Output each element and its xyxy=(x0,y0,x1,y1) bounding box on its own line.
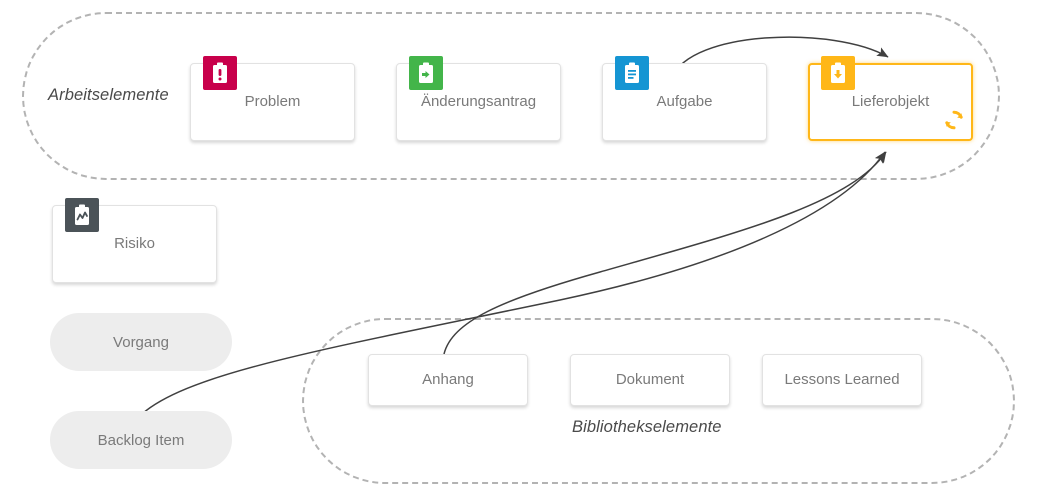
clipboard-arrow-icon xyxy=(409,56,443,90)
clipboard-download-icon xyxy=(821,56,855,90)
pill-backlog-item[interactable]: Backlog Item xyxy=(50,411,232,469)
sync-icon[interactable] xyxy=(944,110,964,130)
card-lessons-learned-label: Lessons Learned xyxy=(784,371,900,388)
card-risk-label: Risiko xyxy=(114,235,155,252)
card-document[interactable]: Dokument xyxy=(570,354,730,406)
clipboard-exclamation-icon xyxy=(203,56,237,90)
group-label-arbeitselemente: Arbeitselemente xyxy=(48,86,169,104)
clipboard-lines-icon xyxy=(615,56,649,90)
card-problem-label: Problem xyxy=(244,93,301,110)
card-change-request-label: Änderungsantrag xyxy=(420,93,537,110)
card-attachment[interactable]: Anhang xyxy=(368,354,528,406)
card-task-label: Aufgabe xyxy=(656,93,713,110)
pill-vorgang-label: Vorgang xyxy=(113,333,169,351)
pill-backlog-item-label: Backlog Item xyxy=(97,431,185,449)
clipboard-chart-icon xyxy=(65,198,99,232)
pill-vorgang[interactable]: Vorgang xyxy=(50,313,232,371)
card-deliverable-label: Lieferobjekt xyxy=(851,93,930,110)
card-document-label: Dokument xyxy=(615,371,685,388)
card-attachment-label: Anhang xyxy=(422,371,474,388)
group-label-bibliothekselemente: Bibliothekselemente xyxy=(572,418,722,436)
card-lessons-learned[interactable]: Lessons Learned xyxy=(762,354,922,406)
